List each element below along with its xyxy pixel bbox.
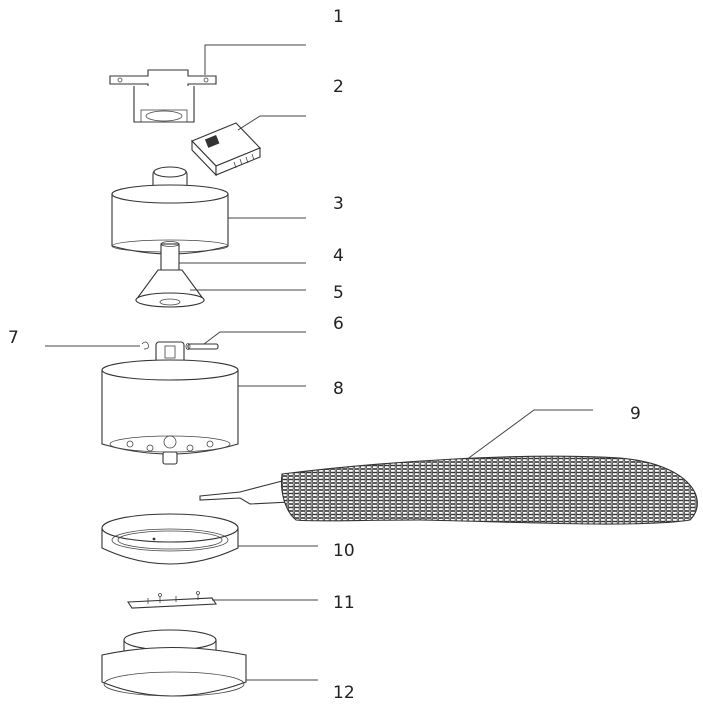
callout-5: 5 — [333, 283, 344, 303]
canopy-cone — [135, 269, 306, 308]
leader-line-6 — [203, 331, 306, 345]
fan-body — [101, 341, 306, 465]
callout-1: 1 — [333, 7, 344, 27]
pin — [185, 331, 306, 350]
callout-11: 11 — [333, 593, 355, 613]
callout-12: 12 — [333, 683, 355, 703]
lamp-shade — [101, 629, 318, 697]
led-board — [127, 591, 318, 609]
downrod — [160, 241, 306, 273]
mounting-bracket — [109, 44, 306, 123]
clip — [45, 341, 149, 350]
callout-6: 6 — [333, 314, 344, 334]
leader-line-1 — [204, 44, 306, 75]
callout-4: 4 — [333, 246, 344, 266]
leader-line-2 — [237, 115, 306, 131]
woven-blade — [199, 409, 698, 525]
callout-10: 10 — [333, 541, 355, 561]
callout-7: 7 — [8, 328, 19, 348]
motor-housing — [111, 166, 306, 255]
leader-line-9 — [465, 409, 593, 461]
receiver-box — [191, 115, 306, 177]
callout-8: 8 — [333, 379, 344, 399]
callout-9: 9 — [630, 404, 641, 424]
glass-ring — [101, 513, 318, 565]
callout-2: 2 — [333, 77, 344, 97]
callout-3: 3 — [333, 194, 344, 214]
